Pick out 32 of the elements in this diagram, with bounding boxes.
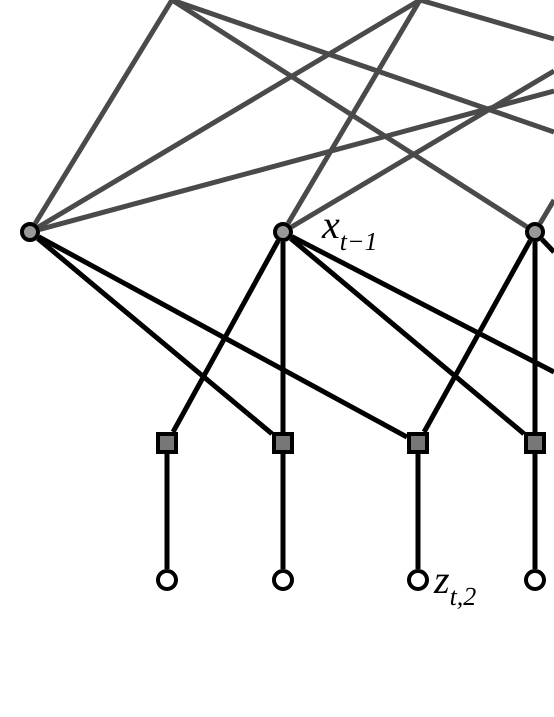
- edge-line: [532, 242, 538, 432]
- edge-line: [36, 236, 274, 436]
- variable-node-circle: [525, 222, 545, 242]
- edge-line: [290, 68, 554, 230]
- variable-label: z$_{t,2}$: [434, 560, 476, 610]
- edge-line: [289, 236, 526, 436]
- edge-line: [280, 242, 286, 432]
- edge-line: [280, 454, 286, 569]
- edge-line: [170, 0, 528, 229]
- edge-line: [540, 238, 554, 254]
- edge-line: [170, 240, 280, 434]
- factor-square: [156, 432, 178, 454]
- observed-node-circle: [272, 569, 294, 591]
- edge-line: [290, 234, 554, 374]
- factor-square: [407, 432, 429, 454]
- variable-node-circle: [273, 222, 293, 242]
- factor-square: [524, 432, 546, 454]
- observed-node-circle: [524, 569, 546, 591]
- observed-node-circle: [407, 569, 429, 591]
- edge-line: [538, 198, 554, 225]
- edge-line: [422, 240, 532, 434]
- observed-node-circle: [156, 569, 178, 591]
- edge-line: [38, 234, 408, 440]
- edge-line: [416, 454, 420, 569]
- variable-node-circle: [20, 222, 40, 242]
- edge-line: [286, 0, 422, 225]
- edge-line: [39, 88, 554, 232]
- edge-line: [532, 454, 538, 569]
- factor-square: [272, 432, 294, 454]
- edge-line: [164, 454, 170, 569]
- edge-line: [33, 0, 174, 225]
- variable-label: x$_{t−1}$: [322, 205, 378, 255]
